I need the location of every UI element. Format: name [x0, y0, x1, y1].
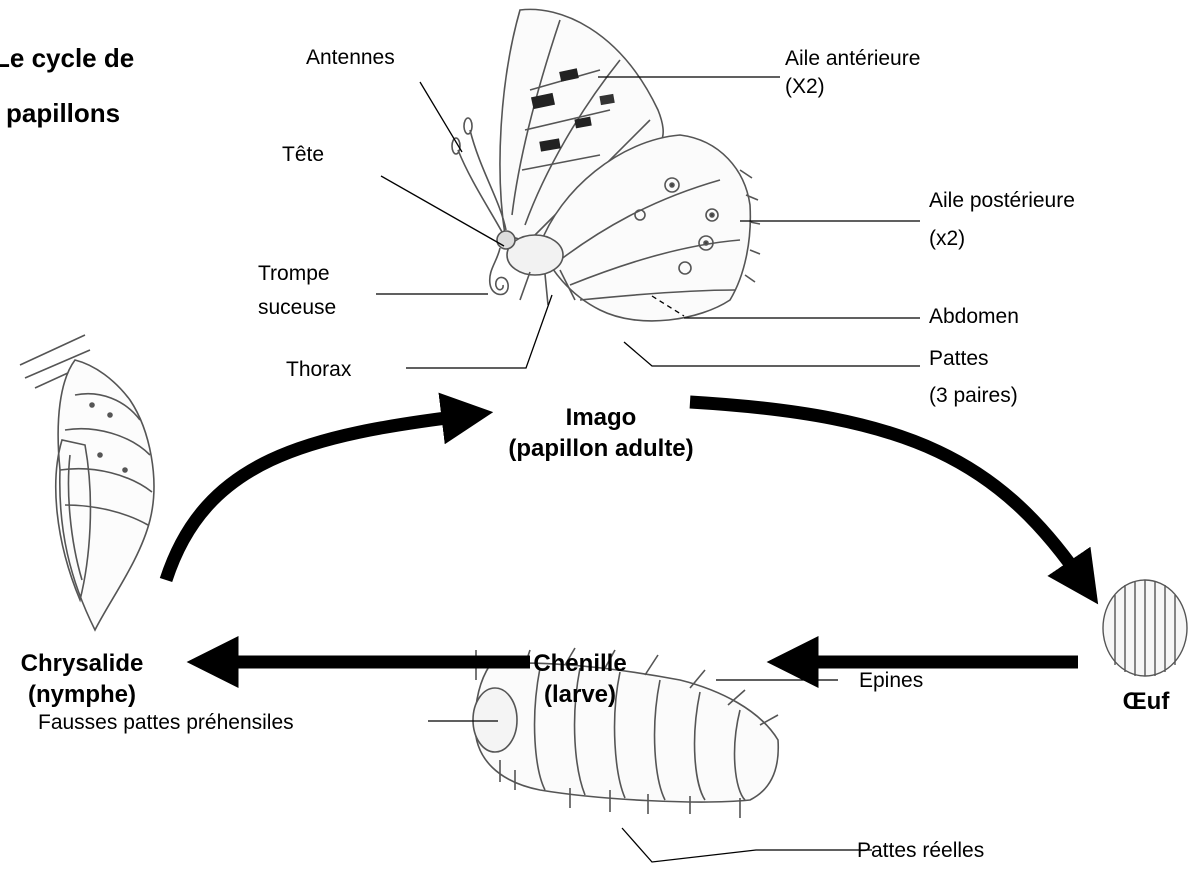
stage-chenille-name: Chenille: [500, 648, 660, 679]
stage-imago-name: Imago: [476, 402, 726, 433]
label-aile-posterieure-line-1: Aile postérieure: [929, 187, 1075, 214]
stage-chenille: Chenille (larve): [500, 648, 660, 710]
stage-oeuf: Œuf: [1108, 686, 1184, 717]
stage-imago-description: (papillon adulte): [476, 433, 726, 464]
leader-antennes: [420, 82, 462, 152]
label-trompe-line-2: suceuse: [258, 294, 336, 321]
label-aile-anterieure-line-2: (X2): [785, 73, 825, 100]
stage-chrysalide-description: (nymphe): [2, 679, 162, 710]
label-epines: Epines: [859, 667, 923, 694]
arrow-imago-to-oeuf: [690, 402, 1085, 585]
label-tete: Tête: [282, 141, 324, 168]
butterfly-illustration: [452, 9, 760, 321]
label-fausses-pattes: Fausses pattes préhensiles: [38, 709, 294, 736]
label-thorax: Thorax: [286, 356, 351, 383]
stage-chrysalide-name: Chrysalide: [2, 648, 162, 679]
label-aile-posterieure-line-2: (x2): [929, 225, 965, 252]
label-antennes: Antennes: [306, 44, 395, 71]
diagram-title-line-1: Le cycle de: [0, 43, 134, 73]
label-pattes-reelles: Pattes réelles: [857, 837, 984, 864]
leader-pattes-reelles: [622, 828, 872, 862]
leader-pattes: [624, 342, 920, 366]
stage-oeuf-name: Œuf: [1108, 686, 1184, 717]
leader-tete: [381, 176, 504, 246]
label-trompe-line-1: Trompe: [258, 260, 330, 287]
label-pattes-line-2: (3 paires): [929, 382, 1018, 409]
stage-imago: Imago (papillon adulte): [476, 402, 726, 464]
label-abdomen: Abdomen: [929, 303, 1019, 330]
stage-chenille-description: (larve): [500, 679, 660, 710]
label-pattes-line-1: Pattes: [929, 345, 989, 372]
diagram-title-line-2: papillons: [6, 98, 120, 128]
arrow-chrysalide-to-imago: [166, 415, 470, 580]
leader-thorax: [406, 295, 552, 368]
stage-chrysalide: Chrysalide (nymphe): [2, 648, 162, 710]
label-aile-anterieure-line-1: Aile antérieure: [785, 45, 920, 72]
chrysalis-illustration: [20, 335, 154, 630]
egg-illustration: [1103, 580, 1187, 676]
